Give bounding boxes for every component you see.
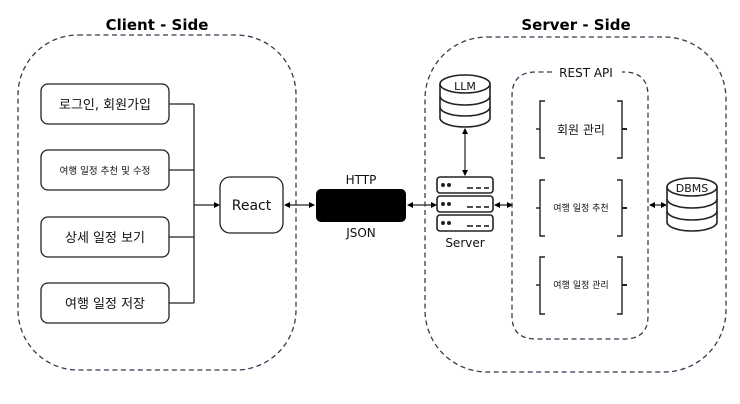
feature-label: 여행 일정 추천 및 수정 [60, 165, 151, 177]
llm-database-icon[interactable]: LLM [439, 74, 491, 128]
feature-box-detail-view[interactable]: 상세 일정 보기 [40, 216, 170, 258]
transport-group: HTTP JSON [284, 173, 437, 240]
http-json-channel [316, 189, 406, 222]
endpoint-label: 여행 일정 추천 [553, 202, 608, 214]
http-label: HTTP [346, 173, 377, 187]
feature-label: 여행 일정 저장 [65, 296, 145, 312]
client-side-title: Client - Side [106, 16, 209, 34]
react-label: React [232, 198, 272, 214]
server-side-group: Server - Side LLM [424, 16, 727, 373]
server-label: Server [445, 236, 484, 250]
json-label: JSON [345, 226, 376, 240]
server-side-title: Server - Side [521, 16, 630, 34]
rest-api-title: REST API [559, 66, 613, 80]
feature-label: 상세 일정 보기 [65, 231, 145, 246]
feature-box-save[interactable]: 여행 일정 저장 [40, 282, 170, 324]
server-side-container [424, 36, 727, 373]
dbms-label: DBMS [676, 182, 709, 195]
feature-label: 로그인, 회원가입 [59, 98, 151, 113]
feature-bus-connector [169, 103, 195, 304]
endpoint-label: 여행 일정 관리 [553, 279, 608, 291]
feature-box-recommend-edit[interactable]: 여행 일정 추천 및 수정 [40, 149, 170, 191]
react-box[interactable]: React [219, 176, 284, 234]
endpoint-trip-recommend[interactable]: 여행 일정 추천 [536, 179, 627, 237]
dbms-database-icon[interactable]: DBMS [666, 177, 718, 232]
endpoint-trip-management[interactable]: 여행 일정 관리 [536, 256, 627, 315]
server-rack-icon[interactable] [436, 176, 494, 232]
endpoint-member-management[interactable]: 회원 관리 [536, 100, 627, 159]
client-side-group: Client - Side 로그인, 회원가입 여행 일정 추천 및 수정 상세… [17, 16, 297, 371]
llm-label: LLM [454, 80, 476, 93]
endpoint-label: 회원 관리 [557, 123, 605, 137]
feature-box-login[interactable]: 로그인, 회원가입 [40, 83, 170, 125]
